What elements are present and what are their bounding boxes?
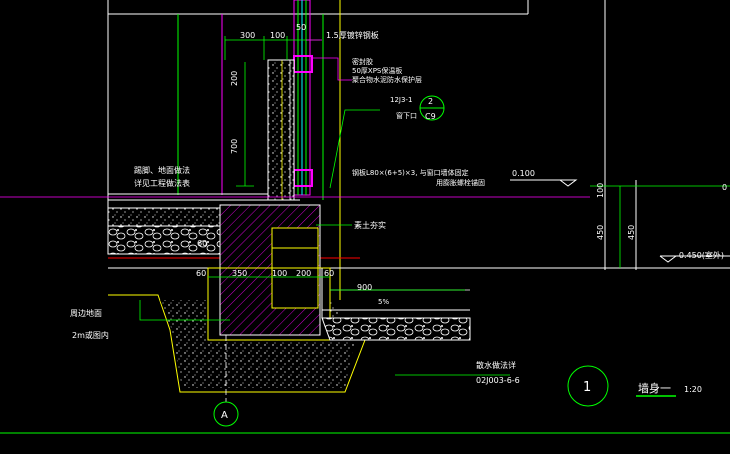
label-seal-1: 密封胶 [352,57,373,66]
dim-200-b: 200 [296,269,311,278]
level-top: 0.100 [512,169,535,178]
dim-100-b: 100 [272,269,287,278]
detail-number-circle [567,365,609,407]
dim-450-a: 450 [596,225,605,240]
label-apron: 散水做法详 [476,360,516,370]
dim-350: 350 [232,269,247,278]
label-ground-2: 2m或图内 [72,330,109,340]
ref-circle-top: 2 [428,97,433,106]
dim-450-b: 450 [627,225,636,240]
level-marker-bottom [659,255,677,263]
label-ground-1: 周边地面 [70,308,102,318]
label-seal-2: 50厚XPS保温板 [352,66,402,75]
label-floor-2: 详见工程做法表 [134,178,190,188]
dim-60-c: 60 [197,239,207,248]
dim-300: 300 [240,31,255,40]
detail-title: 墙身一 [638,381,671,395]
ref-12j3: 12J3-1 [390,96,412,104]
dim-200-left: 200 [230,71,239,86]
ref-window: 窗下口 [396,111,417,120]
dim-900: 900 [357,283,372,292]
axis-label: A [221,410,228,421]
dim-700: 700 [230,139,239,154]
ref-circle-bottom: C9 [425,112,436,121]
label-steel-anchor: 用膨胀螺栓锚固 [436,178,485,187]
label-steel-angle: 钢板L80×(6+5)×3, 与窗口墙体固定 [352,168,469,177]
dim-slope: 5% [378,298,389,306]
axis-bubble-a [213,401,239,427]
level-top-right: 0 [722,183,727,192]
label-apron-ref: 02J003-6-6 [476,376,520,385]
label-soil: 素土夯实 [354,220,386,230]
footing-concrete [160,300,355,388]
dim-50: 50 [296,23,306,32]
label-steel-plate: 1.5厚镀锌钢板 [326,30,379,40]
apron-gravel [321,317,471,341]
label-floor-1: 踢脚、地面做法 [134,165,190,175]
dim-60-a: 60 [196,269,206,278]
level-bottom: -0.450(室外) [676,250,724,260]
detail-scale: 1:20 [684,385,702,394]
label-seal-3: 聚合物水泥防水保护层 [352,75,422,84]
dim-60-b: 60 [324,269,334,278]
dim-100: 100 [270,31,285,40]
dim-100-right: 100 [596,183,605,198]
detail-number: 1 [583,380,591,395]
